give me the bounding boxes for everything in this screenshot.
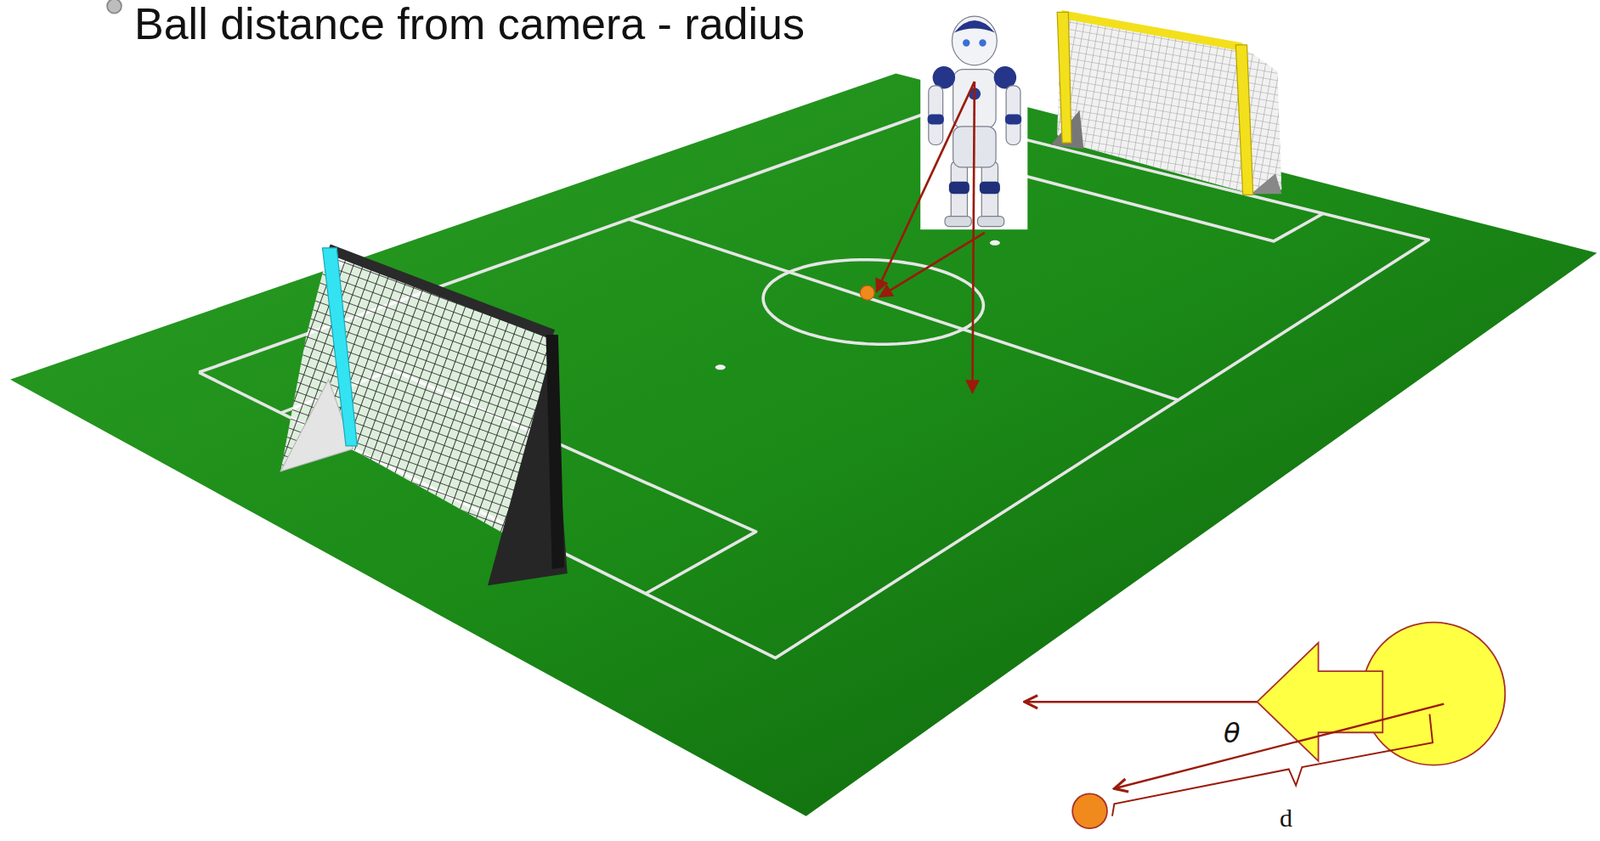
field-line <box>763 260 984 345</box>
robot-head-cap <box>954 20 996 33</box>
field-line <box>198 113 1429 658</box>
distance-bracket <box>1112 714 1433 817</box>
goal-post <box>322 248 357 447</box>
field-ground <box>10 73 1597 816</box>
goal-support <box>1250 173 1282 194</box>
camera-ray <box>879 232 985 298</box>
camera-ray <box>876 81 975 292</box>
robot-elbow <box>1005 113 1022 125</box>
robot-elbow <box>927 113 945 125</box>
blue-goal <box>280 248 567 586</box>
penalty-mark <box>715 364 726 370</box>
robot-foot <box>944 216 972 227</box>
bullet-icon <box>107 0 122 14</box>
robot-knee <box>949 181 970 194</box>
robot-circle <box>1362 622 1505 766</box>
goal-post <box>1057 11 1072 143</box>
goal-post <box>545 334 565 570</box>
yellow-goal <box>1051 11 1282 195</box>
ball <box>859 285 875 300</box>
penalty-mark <box>989 240 1001 246</box>
heading-line <box>1024 701 1258 703</box>
field-lines <box>198 113 1429 658</box>
distance-label: d <box>1279 803 1293 832</box>
angle-label: θ <box>1223 718 1241 749</box>
goal-crossbar <box>1061 14 1243 47</box>
goal-post <box>1235 45 1253 196</box>
ball-circle <box>1072 793 1108 829</box>
slide-heading: Ball distance from camera - radius <box>134 0 805 49</box>
robot-eye <box>978 39 986 46</box>
robot-foot <box>977 216 1004 227</box>
ball-direction-line <box>1113 704 1444 790</box>
camera-ray <box>972 81 974 393</box>
goal-crossbar <box>328 248 554 335</box>
ball-relative-schematic <box>1024 622 1506 830</box>
field-line <box>628 219 1179 401</box>
robot-eye <box>962 39 970 46</box>
robot-head <box>951 16 997 66</box>
heading-arrow <box>1257 643 1384 762</box>
robot-knee <box>979 181 1001 194</box>
